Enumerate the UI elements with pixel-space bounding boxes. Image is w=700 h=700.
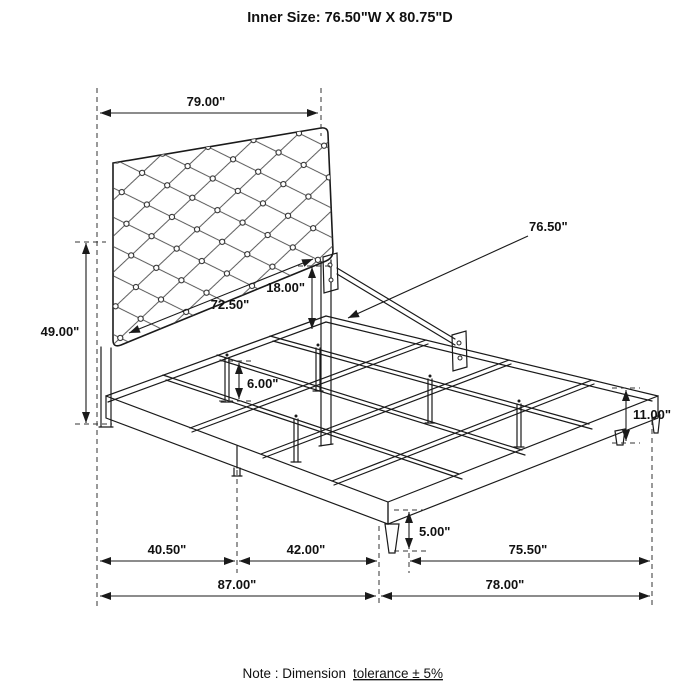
tolerance-note: Note : Dimension tolerance ± 5%	[242, 666, 443, 681]
rail-length-label: 76.50"	[529, 219, 568, 234]
foot-width-label: 75.50"	[509, 542, 548, 557]
screw-holes	[225, 343, 521, 418]
headboard-to-rail-label: 18.00"	[266, 280, 305, 295]
center-support-legs	[220, 347, 525, 463]
headboard-height-label: 49.00"	[41, 324, 80, 339]
overall-width-label: 87.00"	[218, 577, 257, 592]
base-section-left-label: 40.50"	[148, 542, 187, 557]
dim-base-section-mid: 42.00"	[239, 542, 377, 565]
cross-slats	[189, 339, 595, 486]
dim-headboard-height: 49.00"	[41, 243, 90, 423]
dim-overall-depth: 78.00"	[381, 577, 650, 600]
headboard-width-label: 79.00"	[187, 94, 226, 109]
dim-base-section-left: 40.50"	[100, 542, 235, 565]
tolerance-note-prefix: Note : Dimension	[242, 666, 346, 681]
dim-headboard-inner-width: 72.50"	[128, 258, 314, 334]
dim-headboard-to-rail: 18.00"	[266, 267, 316, 329]
center-leg-height-label: 6.00"	[247, 376, 278, 391]
overall-depth-label: 78.00"	[486, 577, 525, 592]
center-support-rails	[162, 335, 593, 480]
headboard	[112, 127, 334, 347]
dim-foot-leg-height: 11.00"	[622, 390, 671, 441]
dim-headboard-width: 79.00"	[100, 94, 318, 117]
dim-overall-width: 87.00"	[100, 577, 376, 600]
frame-feet	[231, 414, 661, 554]
inner-size-title: Inner Size: 76.50"W X 80.75"D	[247, 10, 453, 26]
dim-foot-width: 75.50"	[410, 542, 650, 565]
base-section-mid-label: 42.00"	[287, 542, 326, 557]
bed-frame-platform	[105, 315, 659, 525]
tolerance-note-value: tolerance ± 5%	[353, 666, 443, 681]
foot-leg-height-label: 11.00"	[633, 407, 671, 422]
dim-rail-length: 76.50"	[347, 219, 568, 319]
dim-front-leg-height: 5.00"	[405, 512, 450, 549]
dim-center-leg-height: 6.00"	[235, 363, 278, 399]
rail-brackets	[322, 252, 468, 372]
headboard-left-post	[98, 346, 114, 428]
headboard-tufting	[113, 127, 333, 346]
front-leg-height-label: 5.00"	[419, 524, 450, 539]
extension-lines	[75, 88, 653, 606]
headboard-inner-width-label: 72.50"	[211, 297, 250, 312]
